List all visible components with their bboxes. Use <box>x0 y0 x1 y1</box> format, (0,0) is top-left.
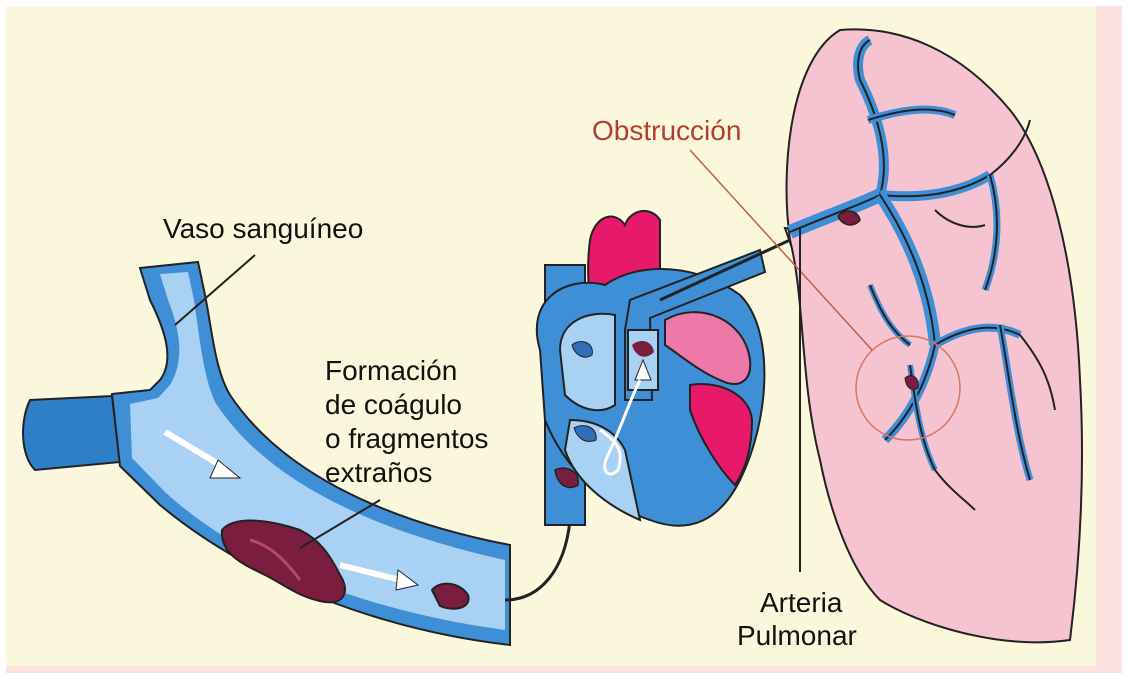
clot-label-line1: Formación <box>325 355 457 386</box>
clot-label-line4: extraños <box>325 457 432 488</box>
artery-label-line2: Pulmonar <box>737 620 857 651</box>
clot-label-line2: de coágulo <box>325 389 462 420</box>
obstruction-label: Obstrucción <box>592 115 741 146</box>
artery-label-line1: Arteria <box>760 587 843 618</box>
right-atrium <box>560 314 615 410</box>
vessel-label: Vaso sanguíneo <box>163 213 363 244</box>
vessel-left-end <box>23 396 120 470</box>
clot-label-line3: o fragmentos <box>325 423 488 454</box>
